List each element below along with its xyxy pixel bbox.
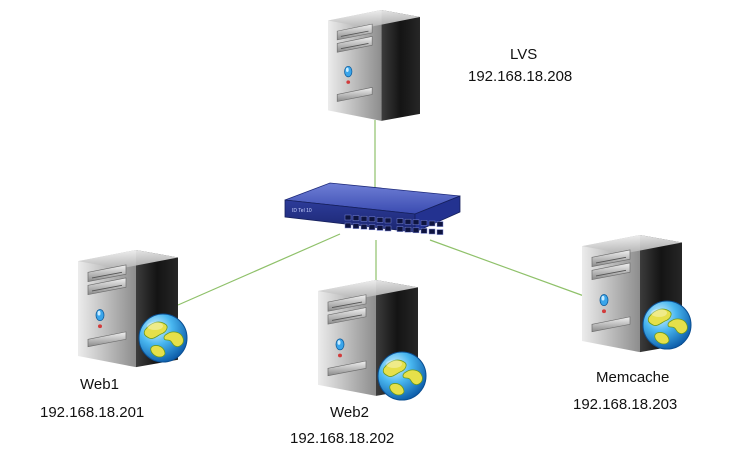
switch-port (376, 217, 384, 223)
web1-server-icon (77, 249, 188, 368)
switch-port (360, 223, 368, 230)
switch-port (396, 226, 404, 232)
switch-port (404, 226, 412, 233)
memcache-ip-label: 192.168.18.203 (573, 396, 678, 413)
switch-port (360, 215, 368, 222)
web2-ip-label: 192.168.18.202 (290, 430, 395, 447)
switch-port (384, 225, 392, 232)
switch-port (420, 228, 428, 234)
switch-port (396, 218, 404, 224)
switch-port (404, 218, 412, 225)
switch-port (384, 217, 392, 224)
web1-ip-label: 192.168.18.201 (40, 404, 145, 421)
link-switch-memcache (429, 239, 585, 297)
switch-port (368, 216, 376, 223)
lvs-ip-label: 192.168.18.208 (468, 68, 573, 85)
web2-globe-icon (377, 351, 427, 401)
switch-port (428, 228, 436, 235)
switch-port (412, 219, 420, 226)
switch-port (344, 222, 352, 229)
switch-port (376, 225, 384, 231)
network-links (177, 120, 585, 306)
switch-port (436, 229, 444, 235)
switch-port (368, 224, 376, 231)
memcache-server-icon (581, 234, 692, 353)
switch-port (344, 214, 352, 221)
switch-port (352, 223, 360, 229)
memcache-globe-icon (642, 300, 692, 350)
switch-port (352, 215, 360, 221)
web1-globe-icon (138, 313, 188, 363)
memcache-name-label: Memcache (596, 369, 670, 386)
web1-name-label: Web1 (80, 376, 119, 393)
switch-port (412, 227, 420, 234)
lvs-name-label: LVS (510, 46, 538, 63)
network-switch-icon: ID Tel 10 (284, 182, 461, 235)
web2-name-label: Web2 (330, 404, 369, 421)
web2-server-icon (317, 279, 427, 401)
switch-port (436, 221, 444, 227)
switch-port (420, 220, 428, 226)
switch-port (428, 220, 436, 227)
svg-text:ID Tel 10: ID Tel 10 (292, 208, 312, 214)
link-switch-web1 (177, 233, 341, 306)
lvs-server-icon (327, 9, 421, 122)
